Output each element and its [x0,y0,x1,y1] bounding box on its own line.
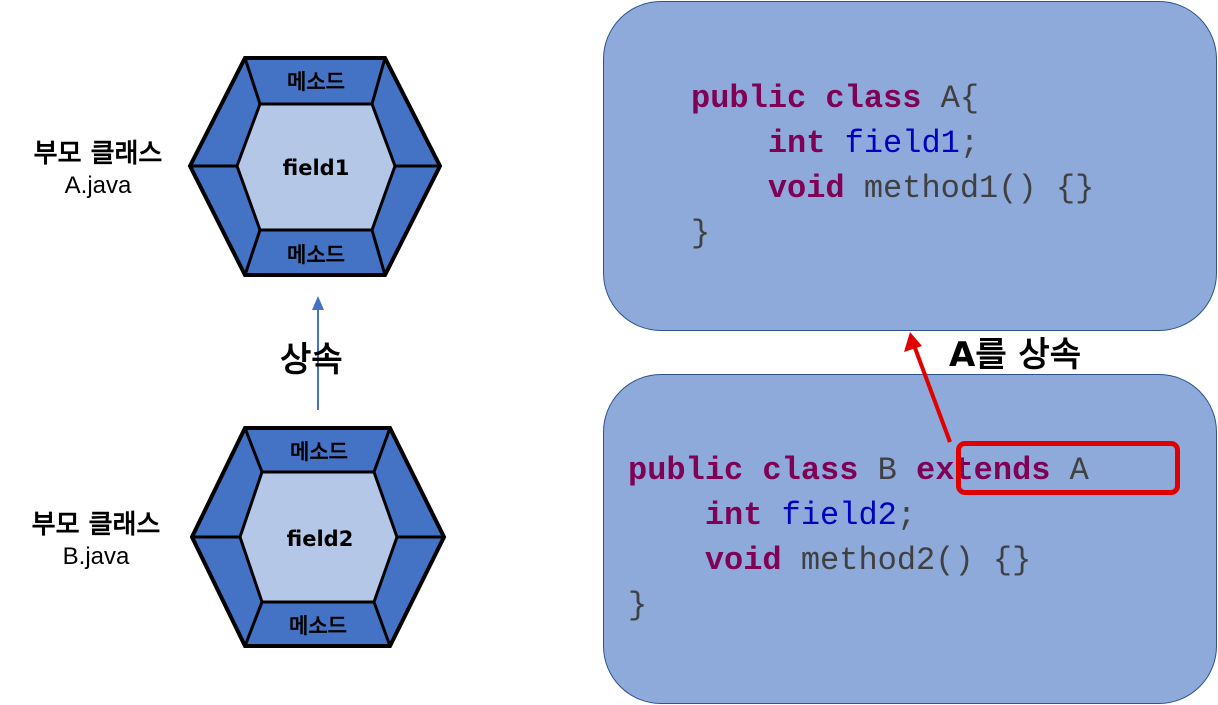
code-b-line4: } [628,587,648,624]
child-method-bottom: 메소드 [289,614,347,638]
code-b-line1-mid: B [858,452,917,489]
code-box-a [603,1,1217,331]
child-hexagon: 메소드 field2 메소드 [189,426,447,648]
code-a-line3-rest: method1() {} [844,170,1095,207]
code-b-line2-field: field2 [781,497,897,534]
code-a-line2-field: field1 [844,125,960,162]
extends-arrow-line [913,347,952,443]
child-field: field2 [287,527,354,551]
code-b-line1-end: A [1050,452,1089,489]
child-method-top: 메소드 [290,440,348,464]
parent-method-top: 메소드 [287,70,345,94]
parent-method-bottom: 메소드 [287,243,345,267]
parent-field: field1 [283,156,350,180]
extends-arrow-svg [904,332,952,443]
inherit-arrow [312,296,324,410]
parent-role-label: 부모 클래스 [33,139,163,169]
code-a-line4: } [691,215,711,252]
code-a-line2-kw: int [767,125,826,162]
code-b-line2-kw: int [704,497,763,534]
inherit-label: 상속 [280,340,343,380]
code-b-line1-kw: public class [628,452,859,489]
code-a-line3-kw: void [767,170,845,207]
code-b: public class B extends A int field2; voi… [628,448,1089,628]
class-diagram-svg: 메소드 field1 메소드 메소드 field2 메소드 [187,56,447,648]
code-b-line2-end: ; [896,497,917,534]
inherit-a-label: A를 상속 [949,335,1081,375]
code-a-line2-end: ; [959,125,980,162]
child-role-label: 부모 클래스 [31,510,161,540]
code-a-line1-kw: public class [691,80,922,117]
extends-highlight [956,441,1180,495]
child-file-label: B.java [62,543,130,570]
code-b-line3-rest: method2() {} [781,542,1032,579]
parent-file-label: A.java [64,172,132,199]
code-b-line3-kw: void [704,542,782,579]
code-a-line1-rest: A{ [921,80,980,117]
code-b-extends: extends [916,452,1051,489]
code-a: public class A{ int field1; void method1… [691,76,1094,256]
extends-arrow-head [904,332,922,352]
parent-hexagon: 메소드 field1 메소드 [187,56,443,277]
code-box-b [603,374,1217,704]
